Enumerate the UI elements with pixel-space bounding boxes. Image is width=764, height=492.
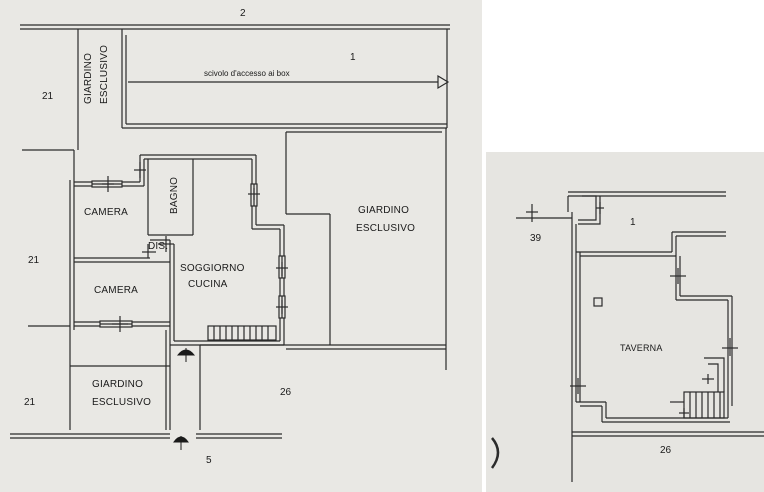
basement-drawing bbox=[490, 191, 764, 482]
room-label: CUCINA bbox=[188, 279, 228, 290]
room-label: DIS. bbox=[148, 241, 169, 252]
plot-number-label: 1 bbox=[630, 217, 636, 228]
room-label: GIARDINO bbox=[92, 379, 144, 390]
stairs bbox=[683, 391, 725, 419]
plot-number-label: 21 bbox=[24, 397, 36, 408]
stair-rail bbox=[704, 357, 725, 392]
room-label: CAMERA bbox=[84, 207, 128, 218]
ramp-arrow-head bbox=[437, 74, 450, 90]
basement-plan: 1 39 TAVERNA 26 bbox=[486, 152, 764, 492]
plot-number-label: 5 bbox=[206, 455, 212, 466]
room-label: ESCLUSIVO bbox=[99, 44, 110, 104]
ground-floor-plan: 2 1 scivolo d'accesso ai box 21 21 21 26… bbox=[0, 0, 482, 492]
room-label: SOGGIORNO bbox=[180, 263, 245, 274]
plot-number-label: 21 bbox=[42, 91, 54, 102]
decorative-mark bbox=[490, 437, 500, 469]
plot-number-label: 1 bbox=[350, 52, 356, 63]
access-ramp-note: scivolo d'accesso ai box bbox=[204, 69, 290, 78]
room-label: GIARDINO bbox=[358, 205, 410, 216]
plot-number-label: 26 bbox=[660, 445, 672, 456]
room-label: TAVERNA bbox=[620, 343, 663, 353]
room-label: ESCLUSIVO bbox=[92, 397, 152, 408]
room-label: ESCLUSIVO bbox=[356, 223, 416, 234]
room-label: BAGNO bbox=[169, 176, 180, 214]
plot-number-label: 26 bbox=[280, 387, 292, 398]
ground-floor-drawing bbox=[10, 24, 450, 450]
column bbox=[593, 297, 603, 307]
room-label: CAMERA bbox=[94, 285, 138, 296]
plot-number-label: 2 bbox=[240, 8, 246, 19]
stairs bbox=[207, 325, 277, 341]
stair-well-wall bbox=[578, 195, 597, 221]
plot-number-label: 39 bbox=[530, 233, 542, 244]
room-label: GIARDINO bbox=[83, 52, 94, 104]
plot-number-label: 21 bbox=[28, 255, 40, 266]
